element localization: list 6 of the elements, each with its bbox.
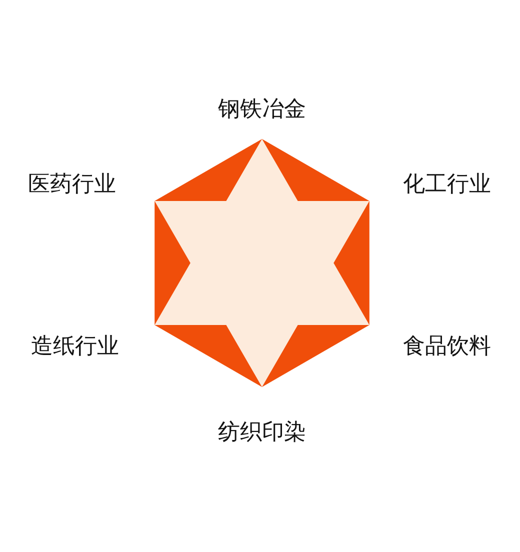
category-label: 造纸行业	[31, 334, 119, 360]
category-label: 医药行业	[28, 172, 116, 198]
category-label: 钢铁冶金	[218, 98, 306, 122]
category-label: 化工行业	[403, 172, 491, 198]
category-label: 纺织印染	[218, 420, 306, 446]
category-label: 食品饮料	[403, 334, 491, 360]
